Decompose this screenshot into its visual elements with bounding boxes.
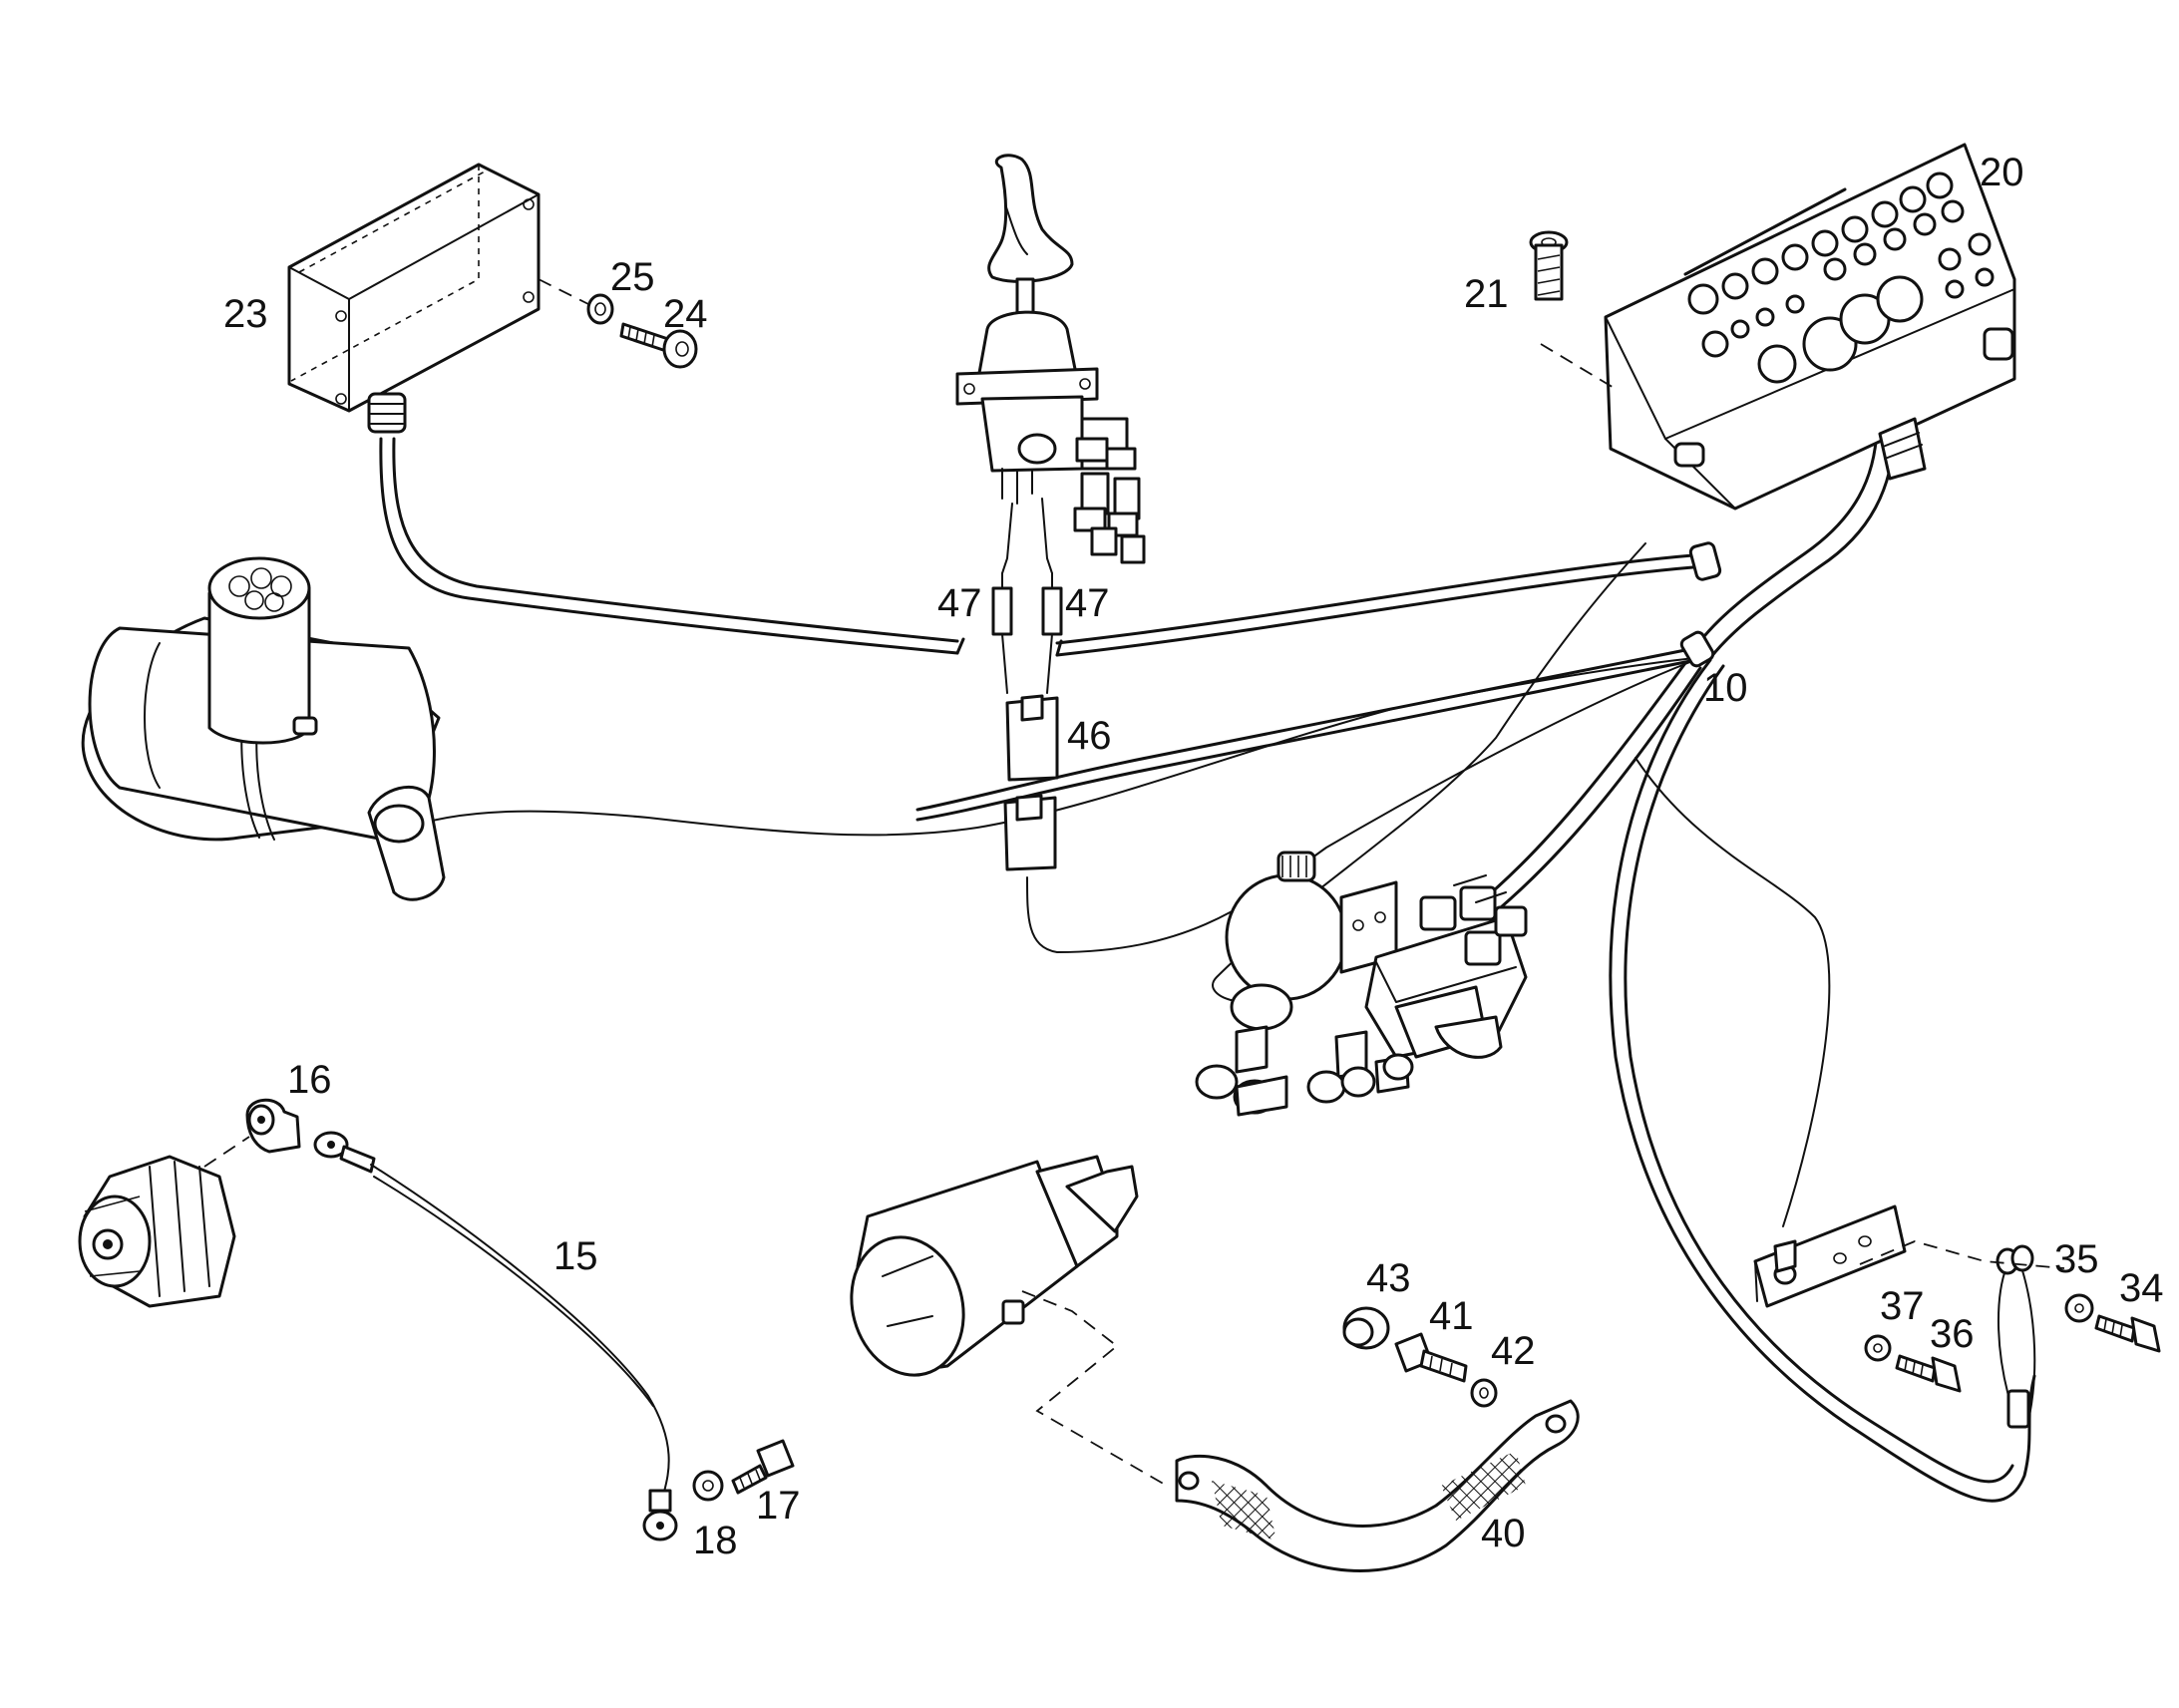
- instrument-panel: [1540, 143, 2016, 511]
- callout-47-left: 47: [937, 581, 982, 625]
- callout-15: 15: [553, 1234, 598, 1278]
- cable-15: [313, 1131, 678, 1541]
- connector-46: [1003, 694, 1059, 871]
- bolt-34: [2094, 1314, 2161, 1353]
- battery-cable-ends: [1859, 1240, 2065, 1429]
- valve-block: [1195, 851, 1528, 1117]
- joystick-valve: [955, 154, 1146, 574]
- bolt-17: [731, 1439, 795, 1495]
- terminal-bar: [1753, 1204, 1907, 1308]
- spacer-43: [1342, 1306, 1390, 1350]
- callout-35: 35: [2054, 1237, 2099, 1281]
- washer-42: [1470, 1378, 1498, 1408]
- callout-10: 10: [1703, 666, 1748, 710]
- callout-47-right: 47: [1065, 581, 1110, 625]
- callout-43: 43: [1366, 1256, 1411, 1300]
- starter-motor: [850, 1155, 1168, 1487]
- screw-21: [1529, 230, 1569, 301]
- bolt-41: [1394, 1332, 1468, 1383]
- plug-47-left: [991, 572, 1013, 694]
- callout-16: 16: [287, 1058, 332, 1102]
- callout-18: 18: [693, 1519, 738, 1562]
- elbow-16: [245, 1098, 301, 1154]
- callout-46: 46: [1067, 714, 1112, 758]
- plug-47-right: [1041, 572, 1063, 694]
- screw-24: [619, 322, 698, 369]
- callout-23: 23: [223, 292, 268, 336]
- air-filter: [81, 556, 446, 901]
- washer-18: [692, 1470, 724, 1502]
- callout-21: 21: [1464, 272, 1509, 316]
- ground-strap-40: [1175, 1399, 1580, 1572]
- callout-34: 34: [2119, 1266, 2164, 1310]
- control-box: [287, 163, 589, 434]
- alternator: [78, 1136, 250, 1308]
- callout-17: 17: [756, 1484, 801, 1528]
- callout-41: 41: [1429, 1294, 1474, 1338]
- washer-35: [2064, 1293, 2094, 1323]
- washer-37: [1864, 1334, 1892, 1362]
- callout-20: 20: [1980, 151, 2024, 194]
- callout-37: 37: [1880, 1284, 1925, 1328]
- callout-40: 40: [1481, 1512, 1526, 1555]
- callout-24: 24: [663, 292, 708, 336]
- callout-36: 36: [1930, 1312, 1975, 1356]
- washer-25: [586, 293, 614, 325]
- wiring-harness: [379, 427, 2036, 1503]
- callout-25: 25: [610, 255, 655, 299]
- callout-42: 42: [1491, 1329, 1536, 1373]
- bolt-36: [1895, 1354, 1962, 1393]
